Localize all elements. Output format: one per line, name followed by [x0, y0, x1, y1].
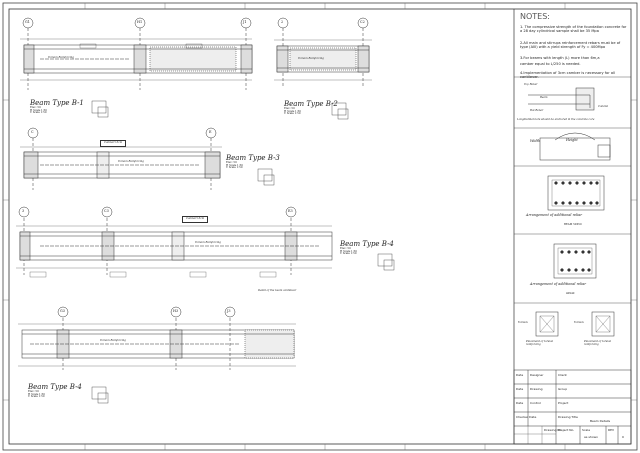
tb-cell: Group	[558, 387, 568, 391]
tb-cell: Drawing No.	[544, 428, 563, 432]
detail-caption: Detail of the beam cantilever	[258, 289, 297, 292]
tb-scale-value: as shown	[584, 435, 599, 439]
beam-title-block: Beam Type B-1 Elev: 50 H Scale 1:50 V Sc…	[30, 100, 84, 115]
tb-cell: Control	[530, 401, 541, 405]
axis-label: H1	[137, 20, 143, 24]
axis-label: G3	[60, 309, 65, 313]
beam-title-block: Beam Type B-4 Elev: 50 H Scale 1:50 V Sc…	[28, 384, 82, 399]
axis-label: J3	[227, 309, 231, 313]
beam-scale-h: H Scale 1:50	[28, 392, 45, 396]
section-sketches	[91, 100, 395, 404]
camber-label: Camber=3cm	[100, 140, 127, 147]
detail-label: Top Rebar	[524, 83, 538, 86]
tb-cell: Drawing Title	[558, 415, 578, 419]
axis-label: C	[31, 130, 34, 134]
torsion-label: Torsion Reinforcing	[195, 241, 221, 244]
beam-elev: Elev: 50	[340, 247, 351, 250]
beam-title: Beam Type B-1	[30, 99, 84, 107]
detail-label: BEAM 50X50	[564, 223, 582, 226]
note-item: 2.All main and stirrups reinforcement re…	[520, 41, 621, 50]
tb-cell: Designer	[530, 373, 544, 377]
torsion-label: Torsion Reinforcing	[100, 339, 126, 342]
tb-cell: Date	[516, 387, 524, 391]
tb-drawing-title: Beam Details	[590, 419, 611, 423]
beam-title: Beam Type B-2	[284, 100, 338, 108]
note-item: 3.For beams with length (L) more than 6m…	[520, 56, 600, 60]
tb-cell: Scale	[582, 428, 591, 432]
beam-elev: Elev: 50	[30, 106, 41, 109]
inner-frame	[8, 8, 632, 445]
beam-scale-v: V Scale 1:50	[28, 395, 45, 399]
detail-label: 40X40	[566, 292, 575, 295]
beam-scale-h: H Scale 1:50	[30, 108, 47, 112]
beam-scale-v: V Scale 1:50	[30, 111, 47, 115]
tb-rev-value: 0	[622, 435, 624, 439]
beam-title: Beam Type B-3	[226, 154, 280, 162]
detail-label: Bot.Rebar	[530, 109, 544, 112]
beam-scale-v: V Scale 1:50	[340, 252, 357, 256]
details-drawings	[514, 76, 631, 337]
beam-scale-h: H Scale 1:50	[284, 109, 301, 113]
torsion-label: Torsion Reinforcing	[48, 56, 74, 59]
axis-label: E3	[288, 209, 293, 213]
tb-cell: REV	[608, 428, 615, 432]
axis-label: 2	[281, 20, 284, 24]
axis-label: E	[209, 130, 212, 134]
beam-title-block: Beam Type B-3 Elev: 50 H Scale 1:50 V Sc…	[226, 155, 280, 170]
beam-title: Beam Type B-4	[340, 240, 394, 248]
tb-cell: Drawing	[530, 387, 543, 391]
note-item: 4.Implementation of 3cm camber is necess…	[520, 71, 616, 80]
tb-cell: Date	[516, 373, 524, 377]
detail-label: Column	[598, 105, 609, 108]
torsion-label: Torsion Reinforcing	[298, 57, 324, 60]
tb-cell: Date	[516, 401, 524, 405]
tb-cell: Client	[558, 373, 567, 377]
tb-cell: Project No.	[558, 428, 575, 432]
detail-label: Width	[530, 139, 541, 143]
note-item: camber equal to L/250 is needed.	[520, 62, 581, 66]
torsion-label: Torsion Reinforcing	[118, 160, 144, 163]
axis-label: C2	[360, 20, 365, 24]
beam-b2-drawing	[274, 17, 372, 88]
beam-title-block: Beam Type B-4 Elev: 50 H Scale 1:50 V Sc…	[340, 241, 394, 256]
beam-scale-h: H Scale 1:50	[340, 249, 357, 253]
beam-elev: Elev: 50	[226, 161, 237, 164]
detail-label: Arrangement of additional rebar	[526, 213, 583, 217]
detail-label: Arrangement of additional rebar	[530, 282, 587, 286]
beam-b4-drawing	[16, 206, 333, 278]
detail-label: Torsion	[574, 321, 584, 324]
note-item: 1. The compressive strength of the found…	[520, 25, 627, 34]
beam-b1-drawing	[20, 17, 253, 90]
camber-label: Camber=3cm	[182, 216, 209, 223]
tb-cell: Project	[558, 401, 569, 405]
axis-label: C3	[104, 209, 109, 213]
detail-label: Placement of torsion reinforcing	[526, 340, 554, 346]
beam-title-block: Beam Type B-2 Elev: 50 H Scale 1:50 V Sc…	[284, 101, 338, 116]
detail-label: Height	[566, 138, 578, 142]
detail-label: Longitudinal bars should be anchored in …	[517, 118, 595, 121]
axis-label: H3	[173, 309, 179, 313]
detail-label: Placement of torsion reinforcing	[584, 340, 612, 346]
title-block-grid	[513, 369, 632, 445]
axis-label: J1	[243, 20, 247, 24]
beam-scale-v: V Scale 1:50	[284, 112, 301, 116]
axis-label: 3	[22, 209, 25, 213]
axis-label: G1	[25, 20, 30, 24]
detail-label: Torsion	[518, 321, 528, 324]
beam-title: Beam Type B-4	[28, 383, 82, 391]
beam-b3-drawing	[20, 127, 222, 190]
beam-elev: Elev: 50	[284, 107, 295, 110]
beam-b4-lower-drawing	[18, 306, 296, 370]
detail-label: Beam	[540, 96, 548, 99]
beam-elev: Elev: 50	[28, 390, 39, 393]
tb-cell: Checker Date	[516, 415, 537, 419]
beam-scale-h: H Scale 1:50	[226, 163, 243, 167]
notes-heading: NOTES:	[520, 12, 550, 21]
beam-scale-v: V Scale 1:50	[226, 166, 243, 170]
